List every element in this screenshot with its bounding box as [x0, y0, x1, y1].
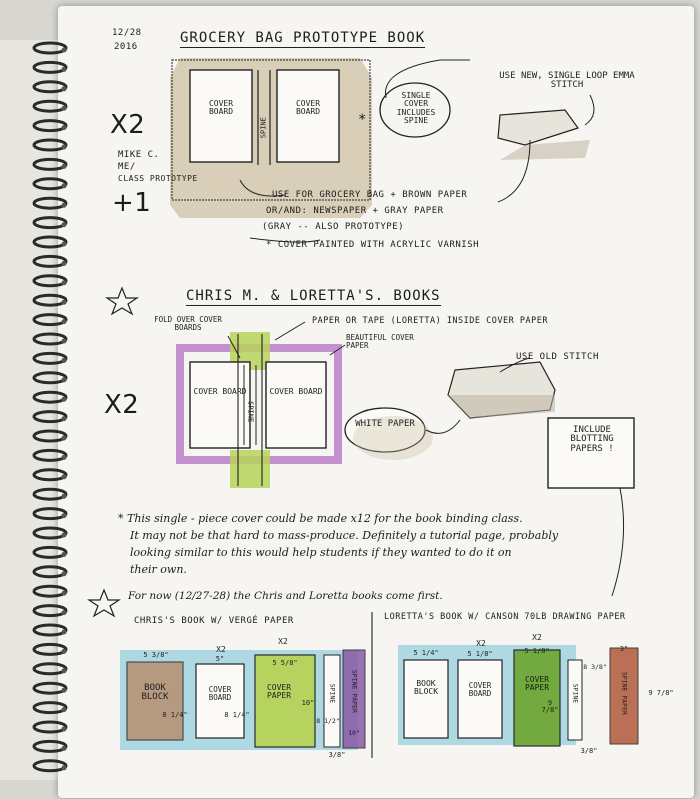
use-note-line-1: Use for Grocery Bag + Brown Paper: [272, 190, 467, 200]
loretta-book-title: Loretta's Book w/ Canson 70LB Drawing Pa…: [384, 612, 626, 622]
chris-book-title: Chris's Book w/ Vergé Paper: [134, 616, 294, 626]
chris-cover-paper-height: 10": [296, 700, 320, 707]
paragraph-line-1: * This single - piece cover could be mad…: [118, 512, 523, 525]
chris-cover-board-height: 8 1/4": [222, 712, 252, 719]
s1-cover-board-right: Cover Board: [283, 100, 333, 117]
chris-cover-paper-width: 5 5/8": [256, 660, 314, 667]
date-year: 2016: [114, 42, 138, 52]
paragraph-line-4: their own.: [130, 563, 187, 576]
loretta-spine: Spine: [572, 674, 579, 712]
chris-spine-height: 8 1/2": [316, 718, 340, 725]
loretta-cover-board: Cover Board: [459, 682, 501, 698]
blotting-note: Include Blotting Papers !: [552, 426, 632, 454]
varnish-note: * Cover painted with Acrylic Varnish: [266, 240, 479, 250]
loretta-cover-paper-width: 5 1/8": [514, 648, 560, 655]
use-note-line-2: Or/And: Newspaper + Gray Paper: [266, 206, 444, 216]
fold-over-note: Fold over cover boards: [148, 316, 228, 332]
section2-title: Chris M. & Loretta's. Books: [186, 288, 441, 306]
chris-spine-paper: Spine Paper: [351, 663, 358, 719]
paragraph-line-2: It may not be that hard to mass-produce.…: [130, 529, 558, 542]
chris-cover-board: Cover Board: [197, 686, 243, 702]
credit-line-2: Me/: [118, 162, 136, 172]
s2-cover-board-left: Cover Board: [193, 388, 247, 396]
loretta-cover-paper-height: 9 7/8": [538, 700, 562, 715]
chris-cover-paper-x: X2: [268, 638, 298, 646]
loretta-spine-paper-height: 9 7/8": [648, 690, 674, 697]
chris-cover-paper: Cover Paper: [256, 684, 302, 701]
old-stitch-note: Use old stitch: [516, 352, 599, 362]
s2-cover-board-right: Cover Board: [269, 388, 323, 396]
section1-title: Grocery Bag Prototype Book: [180, 30, 425, 48]
chris-book-block-width: 5 3/8": [128, 652, 184, 659]
s1-spine: Spine: [260, 110, 267, 146]
beautiful-cover-note: Beautiful cover paper: [346, 334, 416, 350]
section2-multiplier: X2: [104, 390, 139, 420]
section1-multiplier: X2: [110, 110, 145, 140]
loretta-cover-paper-x: X2: [522, 634, 552, 642]
loretta-spine-width: 3/8": [574, 748, 604, 755]
for-now-note: For now (12/27-28) the Chris and Loretta…: [128, 590, 443, 602]
chris-book-block-height: 8 1/4": [160, 712, 190, 719]
loretta-spine-paper-width: 3": [610, 646, 638, 653]
s2-spine: Spine: [246, 390, 253, 434]
s1-cover-board-left: Cover Board: [196, 100, 246, 117]
chris-spine: Spine: [329, 675, 336, 711]
loretta-book-block: Book Block: [405, 680, 447, 697]
credit-line-3: Class Prototype: [118, 174, 198, 183]
loretta-spine-height: 8 3/8": [580, 664, 610, 671]
white-paper-label: White Paper: [352, 420, 418, 429]
loretta-spine-paper: Spine Paper: [621, 665, 628, 721]
loretta-book-block-width: 5 1/4": [404, 650, 448, 657]
plus-one: +1: [112, 188, 151, 218]
loretta-cover-paper: Cover Paper: [515, 676, 559, 693]
single-cover-note: Single Cover Includes Spine: [388, 92, 444, 126]
chris-cover-board-width: 5": [196, 656, 244, 663]
credit-line-1: Mike C.: [118, 150, 159, 160]
loretta-cover-board-width: 5 1/8": [458, 651, 502, 658]
use-note-line-3: (Gray -- also prototype): [262, 222, 404, 232]
loretta-cover-board-x: X2: [466, 640, 496, 648]
chris-cover-board-x: X2: [206, 646, 236, 654]
date-month-day: 12/28: [112, 28, 142, 38]
chris-book-block: Book Block: [128, 684, 182, 703]
paragraph-line-3: looking similar to this would help stude…: [130, 546, 512, 559]
stitch-note: Use new, single loop Emma Stitch: [492, 72, 642, 91]
single-cover-star: *: [358, 112, 367, 128]
chris-spine-paper-height: 10": [344, 730, 364, 737]
paper-or-tape-note: Paper or tape (Loretta) inside cover pap…: [312, 316, 548, 326]
chris-spine-width: 3/8": [322, 752, 352, 759]
